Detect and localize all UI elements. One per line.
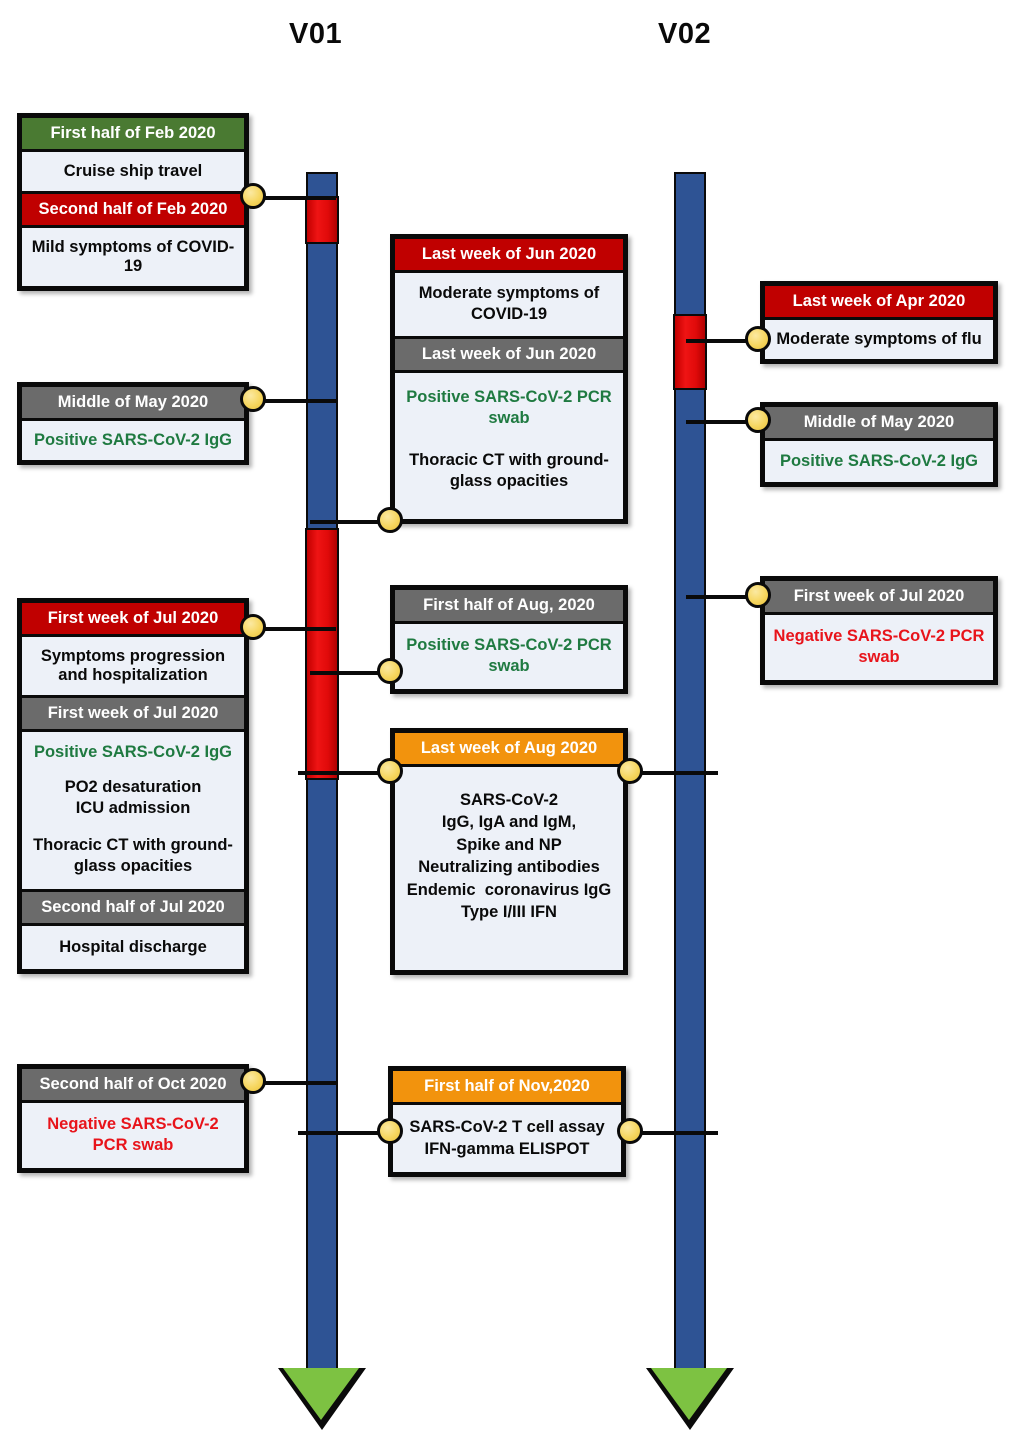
connector-dot-v02-aug-assay[interactable] <box>617 758 643 784</box>
card-body: Thoracic CT with ground-glass opacities <box>395 435 623 519</box>
event-card-v01-aug-pcr[interactable]: First half of Aug, 2020 Positive SARS-Co… <box>390 585 628 694</box>
card-body: Thoracic CT with ground-glass opacities <box>22 823 244 890</box>
event-card-shared-nov-tcell[interactable]: First half of Nov,2020 SARS-CoV-2 T cell… <box>388 1066 626 1177</box>
connector-dot-v01-may[interactable] <box>240 386 266 412</box>
connector-dot-v01-jun[interactable] <box>377 507 403 533</box>
connector-dot-v01-feb[interactable] <box>240 183 266 209</box>
card-body: SARS-CoV-2 IgG, IgA and IgM, Spike and N… <box>395 767 623 970</box>
connector-dot-v02-nov[interactable] <box>617 1118 643 1144</box>
connector-line-v01-jun <box>310 520 394 524</box>
event-card-v01-may[interactable]: Middle of May 2020 Positive SARS-CoV-2 I… <box>17 382 249 465</box>
card-header: Second half of Jul 2020 <box>22 892 244 924</box>
connector-dot-v01-nov[interactable] <box>377 1118 403 1144</box>
event-card-v01-jul[interactable]: First week of Jul 2020 Symptoms progress… <box>17 598 249 975</box>
card-body: Positive SARS-CoV-2 PCR swab <box>395 372 623 436</box>
card-header: First week of Jul 2020 <box>765 581 993 612</box>
card-header: Last week of Jun 2020 <box>395 239 623 270</box>
card-body: Hospital discharge <box>22 926 244 970</box>
infection-marker-v01-feb <box>305 196 339 244</box>
card-header: First half of Feb 2020 <box>22 118 244 149</box>
event-card-v01-jun[interactable]: Last week of Jun 2020 Moderate symptoms … <box>390 234 628 524</box>
card-body: Cruise ship travel <box>22 152 244 191</box>
card-header: Middle of May 2020 <box>765 407 993 438</box>
card-header: Middle of May 2020 <box>22 387 244 418</box>
card-header: Last week of Jun 2020 <box>395 338 623 370</box>
card-header: Second half of Feb 2020 <box>22 194 244 225</box>
card-header: First half of Nov,2020 <box>393 1071 621 1102</box>
connector-line-v01-oct <box>252 1081 336 1085</box>
card-body: Negative SARS-CoV-2 PCR swab <box>22 1103 244 1168</box>
card-header: First week of Jul 2020 <box>22 603 244 634</box>
connector-dot-v02-apr[interactable] <box>745 326 771 352</box>
card-body: Moderate symptoms of COVID-19 <box>395 273 623 336</box>
connector-line-v01-feb <box>252 196 336 200</box>
connector-line-v01-aug-assay <box>298 771 394 775</box>
connector-dot-v01-aug-pcr[interactable] <box>377 658 403 684</box>
card-header: Last week of Apr 2020 <box>765 286 993 317</box>
event-card-v02-apr[interactable]: Last week of Apr 2020 Moderate symptoms … <box>760 281 998 364</box>
card-header: First half of Aug, 2020 <box>395 590 623 621</box>
infection-marker-v01-jun-jul <box>305 528 339 780</box>
connector-line-v01-aug-pcr <box>310 671 394 675</box>
connector-dot-v01-aug-assay[interactable] <box>377 758 403 784</box>
card-body: PO2 desaturation ICU admission <box>22 766 244 824</box>
card-body: Mild symptoms of COVID-19 <box>22 228 244 286</box>
event-card-v01-oct[interactable]: Second half of Oct 2020 Negative SARS-Co… <box>17 1064 249 1173</box>
connector-dot-v02-may[interactable] <box>745 407 771 433</box>
connector-line-v01-may <box>252 399 336 403</box>
connector-dot-v01-jul[interactable] <box>240 614 266 640</box>
card-body: Positive SARS-CoV-2 IgG <box>22 732 244 766</box>
card-header: Last week of Aug 2020 <box>395 733 623 764</box>
axis-label-v02: V02 <box>658 18 712 50</box>
connector-dot-v01-oct[interactable] <box>240 1068 266 1094</box>
connector-line-v02-nov <box>624 1131 718 1135</box>
card-header: Second half of Oct 2020 <box>22 1069 244 1100</box>
connector-line-v02-jul <box>686 595 772 599</box>
event-card-v02-jul[interactable]: First week of Jul 2020 Negative SARS-CoV… <box>760 576 998 685</box>
event-card-v01-feb[interactable]: First half of Feb 2020 Cruise ship trave… <box>17 113 249 291</box>
connector-line-v02-apr <box>686 339 772 343</box>
axis-label-v01: V01 <box>289 18 343 50</box>
card-body: Positive SARS-CoV-2 IgG <box>765 441 993 482</box>
infection-marker-v02-apr <box>673 314 707 390</box>
event-card-v02-may[interactable]: Middle of May 2020 Positive SARS-CoV-2 I… <box>760 402 998 487</box>
event-card-shared-aug-assays[interactable]: Last week of Aug 2020 SARS-CoV-2 IgG, Ig… <box>390 728 628 975</box>
connector-line-v01-nov <box>298 1131 394 1135</box>
card-body: SARS-CoV-2 T cell assay IFN-gamma ELISPO… <box>393 1105 621 1172</box>
card-body: Negative SARS-CoV-2 PCR swab <box>765 615 993 680</box>
connector-line-v01-jul <box>252 627 336 631</box>
connector-line-v02-may <box>686 420 772 424</box>
card-body: Positive SARS-CoV-2 IgG <box>22 421 244 460</box>
card-body: Moderate symptoms of flu <box>765 320 993 359</box>
connector-line-v02-aug-assay <box>630 771 718 775</box>
connector-dot-v02-jul[interactable] <box>745 582 771 608</box>
card-body: Symptoms progression and hospitalization <box>22 637 244 695</box>
card-header: First week of Jul 2020 <box>22 698 244 729</box>
card-body: Positive SARS-CoV-2 PCR swab <box>395 624 623 689</box>
